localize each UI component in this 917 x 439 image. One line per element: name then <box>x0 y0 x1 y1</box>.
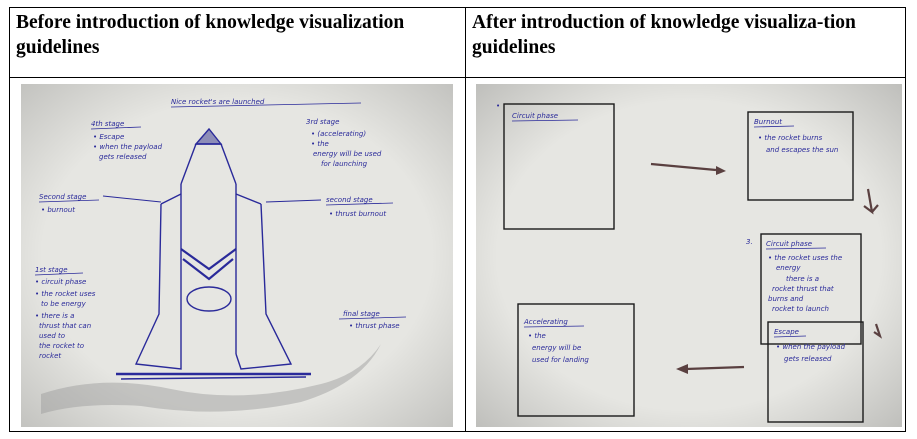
svg-text:gets released: gets released <box>784 355 832 363</box>
svg-text:• Escape: • Escape <box>93 133 124 141</box>
svg-text:• (accelerating): • (accelerating) <box>311 130 366 138</box>
svg-text:• thrust phase: • thrust phase <box>349 322 400 330</box>
svg-text:rocket: rocket <box>39 352 61 360</box>
header-before: Before introduction of knowledge visuali… <box>16 12 405 58</box>
svg-text:used for landing: used for landing <box>532 356 589 364</box>
svg-text:energy will be used: energy will be used <box>313 150 382 158</box>
svg-text:• the: • the <box>528 332 546 340</box>
box5-title: Accelerating <box>523 318 568 326</box>
svg-text:• when the payload: • when the payload <box>93 143 163 151</box>
svg-text:burns and: burns and <box>768 295 804 303</box>
svg-text:the rocket to: the rocket to <box>39 342 84 350</box>
svg-text:• the rocket uses: • the rocket uses <box>35 290 96 298</box>
svg-text:rocket to launch: rocket to launch <box>772 305 829 313</box>
sketch-title: Nice rocket's are launched <box>171 98 265 106</box>
svg-text:thrust that can: thrust that can <box>39 322 91 330</box>
flow-box-4 <box>767 321 864 423</box>
flow-box-3 <box>760 233 862 345</box>
svg-text:energy: energy <box>776 264 801 272</box>
svg-text:to be energy: to be energy <box>41 300 87 308</box>
box4-title: Escape <box>774 328 799 336</box>
header-after: After introduction of knowledge visualiz… <box>472 12 856 58</box>
svg-text:• burnout: • burnout <box>41 206 75 214</box>
flow-box-1 <box>503 103 615 230</box>
third-stage-title: 3rd stage <box>306 118 339 126</box>
second-stage-right-title: second stage <box>326 196 373 204</box>
svg-text:and escapes the sun: and escapes the sun <box>766 146 838 154</box>
final-stage-title: final stage <box>343 310 380 318</box>
column-divider <box>465 8 466 431</box>
svg-text:used to: used to <box>39 332 65 340</box>
svg-text:3.: 3. <box>746 238 753 246</box>
flow-arrows <box>650 162 883 374</box>
svg-text:• the rocket uses the: • the rocket uses the <box>768 254 842 262</box>
comparison-table: Before introduction of knowledge visuali… <box>9 7 906 432</box>
flow-box-2 <box>747 111 854 201</box>
svg-text:energy will be: energy will be <box>532 344 581 352</box>
svg-text:• the rocket burns: • the rocket burns <box>758 134 823 142</box>
svg-text:• the: • the <box>311 140 329 148</box>
svg-text:there is a: there is a <box>786 275 819 283</box>
photo-after-flow-diagram: Circuit phase Burnout • the rocket burns… <box>476 84 902 427</box>
first-stage-title: 1st stage <box>35 266 68 274</box>
svg-text:•: • <box>496 102 500 110</box>
svg-text:• thrust burnout: • thrust burnout <box>329 210 386 218</box>
svg-text:gets released: gets released <box>99 153 147 161</box>
svg-text:• when the payload: • when the payload <box>776 343 846 351</box>
svg-text:for launching: for launching <box>321 160 368 168</box>
svg-text:• there is a: • there is a <box>35 312 74 320</box>
header-divider <box>10 77 905 78</box>
box3-title: Circuit phase <box>766 240 812 248</box>
rocket-drawing <box>116 127 311 380</box>
photo-before-rocket-sketch: Nice rocket's are launched 4th stage <box>21 84 453 427</box>
svg-text:• circuit phase: • circuit phase <box>35 278 86 286</box>
box2-title: Burnout <box>754 118 782 126</box>
top-stage-title: 4th stage <box>91 120 124 128</box>
second-stage-left-title: Second stage <box>39 193 86 201</box>
svg-text:rocket thrust that: rocket thrust that <box>772 285 834 293</box>
box1-title: Circuit phase <box>512 112 558 120</box>
flow-box-5 <box>517 303 635 417</box>
smoke-cloud <box>41 344 381 414</box>
